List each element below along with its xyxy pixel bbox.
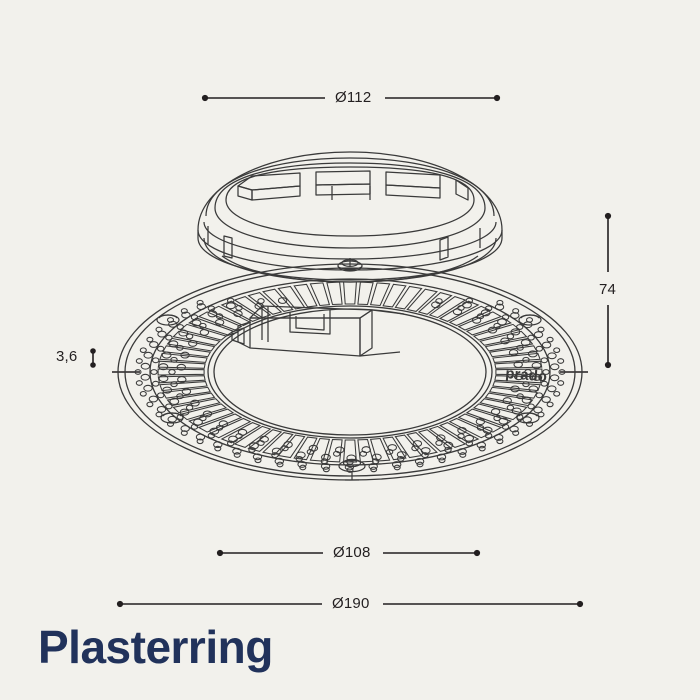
housing-clip-tabs xyxy=(237,170,469,201)
dimension-line-top-diameter xyxy=(201,94,501,102)
screw-boss-bottom xyxy=(338,458,366,481)
screw-boss-left xyxy=(156,314,184,424)
screw-boss-top xyxy=(337,258,363,272)
dimension-label-outer-diameter: Ø190 xyxy=(332,595,370,612)
dimension-line-outer-diameter xyxy=(116,600,584,608)
dimension-line-inner-diameter xyxy=(216,549,481,557)
central-mechanism xyxy=(225,305,405,357)
page-title: Plasterring xyxy=(38,621,273,673)
dimension-line-flange-thickness xyxy=(90,348,96,368)
dimension-line-height xyxy=(604,212,612,369)
brand-logo-text: prado xyxy=(505,365,548,386)
dimension-label-height: 74 xyxy=(599,281,617,298)
housing-ribs xyxy=(207,186,481,261)
dimension-label-flange-thickness: 3,6 xyxy=(56,348,78,365)
screw-boss-right xyxy=(516,314,542,424)
dimension-label-inner-diameter: Ø108 xyxy=(333,544,371,561)
perforation-pattern xyxy=(134,297,566,473)
dimension-label-top-diameter: Ø112 xyxy=(335,89,372,106)
